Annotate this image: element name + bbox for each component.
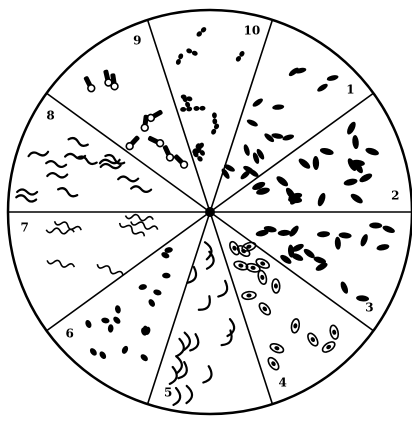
segment-label-8: 8 (46, 109, 54, 123)
segment-label-9: 9 (133, 33, 141, 47)
segment-label-3: 3 (365, 300, 373, 314)
segment-label-7: 7 (21, 221, 29, 235)
segment-label-2: 2 (391, 188, 399, 202)
segment-label-5: 5 (164, 386, 172, 400)
segment-label-4: 4 (278, 376, 286, 390)
segment-label-10: 10 (243, 23, 260, 37)
center-hub (205, 207, 215, 217)
segment-label-6: 6 (65, 327, 73, 341)
segment-label-1: 1 (346, 82, 354, 96)
